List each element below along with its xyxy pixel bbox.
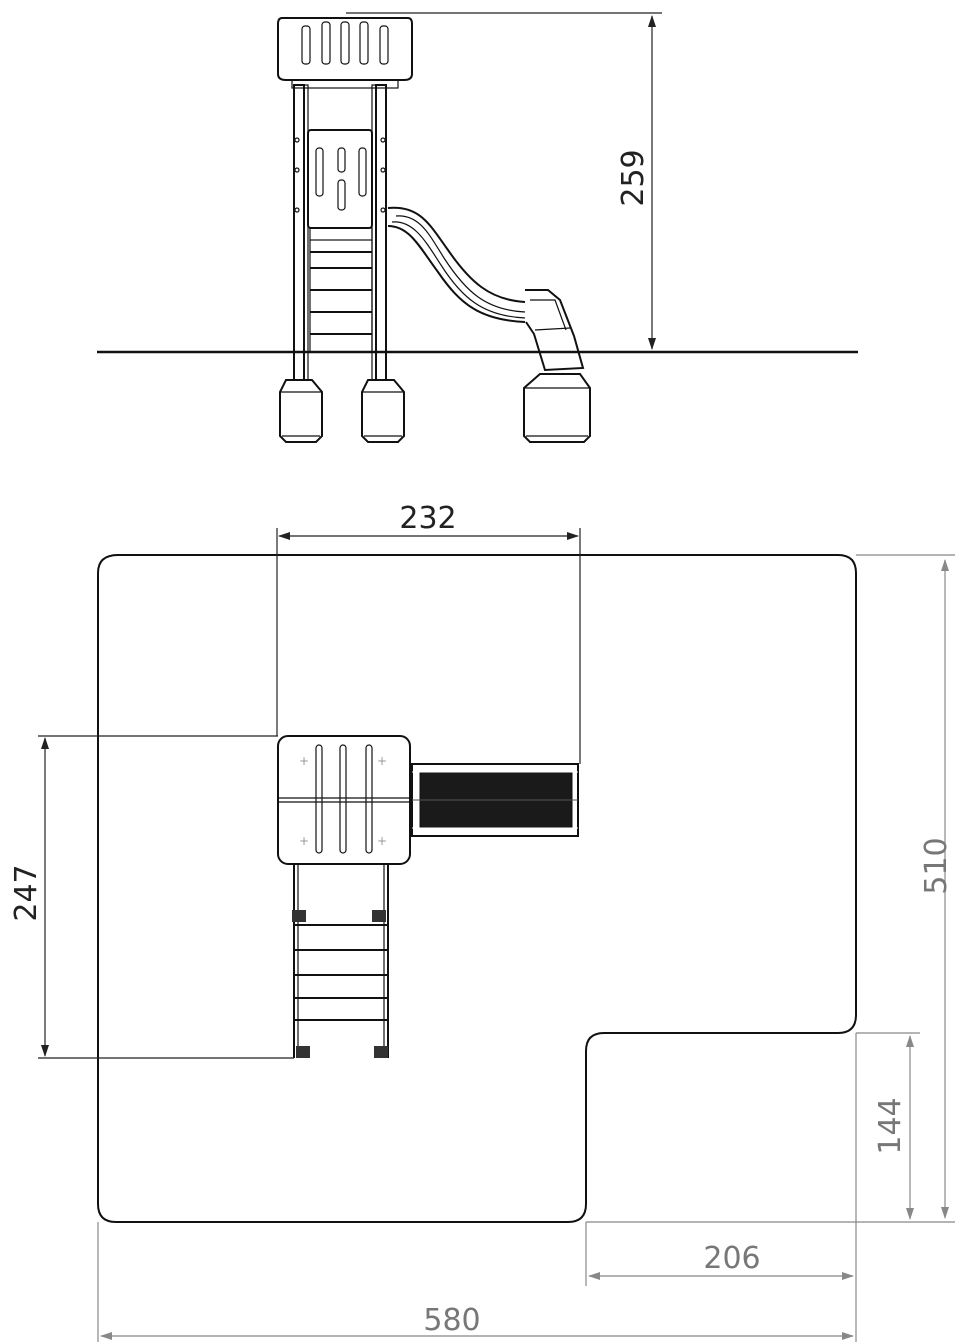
area-width-label: 580 — [423, 1303, 480, 1338]
notch-width-label: 206 — [703, 1241, 760, 1276]
elevation-view: 259 — [97, 12, 858, 443]
area-depth-label: 510 — [919, 837, 954, 894]
tower-panel — [307, 129, 373, 229]
height-dimension: 259 — [346, 12, 662, 350]
area-depth-dimension: 510 — [856, 554, 955, 1219]
ladder-top — [292, 864, 389, 1058]
slide-top — [411, 763, 579, 837]
height-dimension-label: 259 — [616, 149, 651, 206]
svg-text:+: + — [299, 754, 309, 768]
svg-text:+: + — [377, 754, 387, 768]
footings — [279, 373, 591, 443]
tower-roof — [277, 17, 413, 89]
structure-width-label: 232 — [399, 501, 456, 536]
area-width-dimension: 580 — [97, 1222, 854, 1342]
notch-width-dimension: 206 — [585, 1033, 857, 1342]
tower-ladder — [309, 227, 373, 352]
svg-text:+: + — [377, 834, 387, 848]
safety-area-outline — [97, 554, 857, 1223]
slide — [387, 206, 585, 372]
notch-depth-label: 144 — [873, 1097, 908, 1154]
structure-depth-label: 247 — [9, 864, 44, 921]
svg-text:+: + — [299, 834, 309, 848]
plan-view: + + + + — [9, 501, 955, 1342]
structure-depth-dimension: 247 — [9, 735, 294, 1059]
structure-width-dimension: 232 — [276, 501, 581, 764]
notch-depth-dimension: 144 — [586, 1032, 955, 1223]
platform-top: + + + + — [277, 735, 411, 865]
